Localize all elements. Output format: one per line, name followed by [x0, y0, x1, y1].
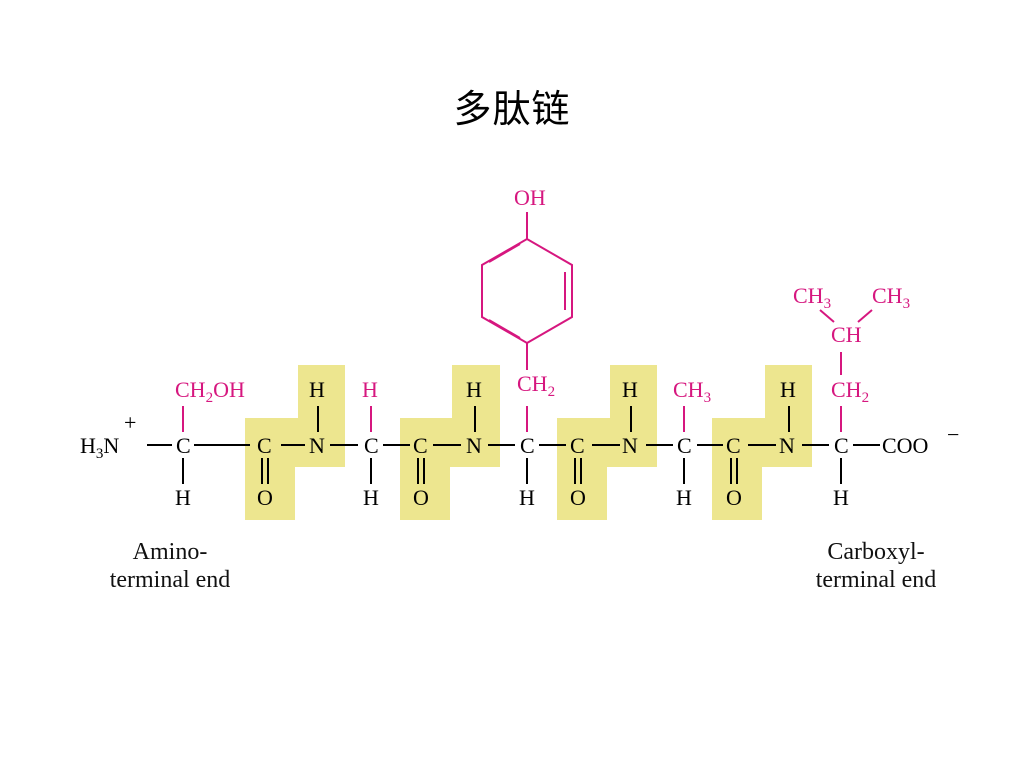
carbonyl-oxygen: O — [413, 485, 429, 510]
amide-nitrogen: N — [466, 433, 482, 458]
amide-nitrogen: N — [309, 433, 325, 458]
backbone-atoms: H3N + C C N C C N C C N C C N C COO − H … — [80, 377, 959, 510]
amino-terminal-line1: Amino- — [132, 539, 208, 565]
amino-group: H3N — [80, 433, 119, 462]
amide-nitrogen: N — [779, 433, 795, 458]
carbonyl-carbon: C — [257, 433, 272, 458]
slide-title: 多肽链 — [453, 87, 571, 131]
glycine-side-chain: H — [362, 377, 378, 402]
alanine-side-chain: CH3 — [673, 377, 711, 406]
carboxyl-terminal-label: Carboxyl- terminal end — [776, 538, 976, 594]
serine-side-chain: CH2OH — [175, 377, 245, 406]
carbonyl-carbon: C — [726, 433, 741, 458]
carbonyl-carbon: C — [413, 433, 428, 458]
alpha-carbon: C — [364, 433, 379, 458]
positive-charge: + — [124, 410, 136, 435]
vertical-bonds — [182, 406, 842, 484]
peptide-bond-highlight — [245, 365, 345, 520]
carbonyl-carbon: C — [570, 433, 585, 458]
valine-ch3-right: CH3 — [872, 283, 910, 312]
carboxyl-terminal-line1: Carboxyl- — [827, 539, 925, 565]
valine-ch2: CH2 — [831, 377, 869, 406]
side-chain-bonds — [182, 212, 873, 432]
amide-hydrogen: H — [466, 377, 482, 402]
alpha-carbon: C — [834, 433, 849, 458]
amide-hydrogen: H — [622, 377, 638, 402]
alpha-carbon: C — [677, 433, 692, 458]
alpha-hydrogen: H — [833, 485, 849, 510]
alpha-carbon: C — [176, 433, 191, 458]
amino-terminal-line2: terminal end — [109, 567, 231, 593]
valine-ch3-left: CH3 — [793, 283, 831, 312]
amide-hydrogen: H — [309, 377, 325, 402]
valine-ch: CH — [831, 322, 862, 347]
carboxylate-group: COO — [882, 433, 928, 458]
carbonyl-oxygen: O — [570, 485, 586, 510]
alpha-hydrogen: H — [519, 485, 535, 510]
carbonyl-oxygen: O — [726, 485, 742, 510]
tyrosine-hydroxyl: OH — [514, 185, 546, 210]
alpha-hydrogen: H — [676, 485, 692, 510]
alpha-hydrogen: H — [175, 485, 191, 510]
carbonyl-oxygen: O — [257, 485, 273, 510]
alpha-hydrogen: H — [363, 485, 379, 510]
carboxyl-terminal-line2: terminal end — [815, 567, 937, 593]
amide-hydrogen: H — [780, 377, 796, 402]
negative-charge: − — [947, 422, 959, 447]
amide-nitrogen: N — [622, 433, 638, 458]
tyrosine-ch2: CH2 — [517, 371, 555, 400]
amino-terminal-label: Amino- terminal end — [70, 538, 270, 594]
alpha-carbon: C — [520, 433, 535, 458]
